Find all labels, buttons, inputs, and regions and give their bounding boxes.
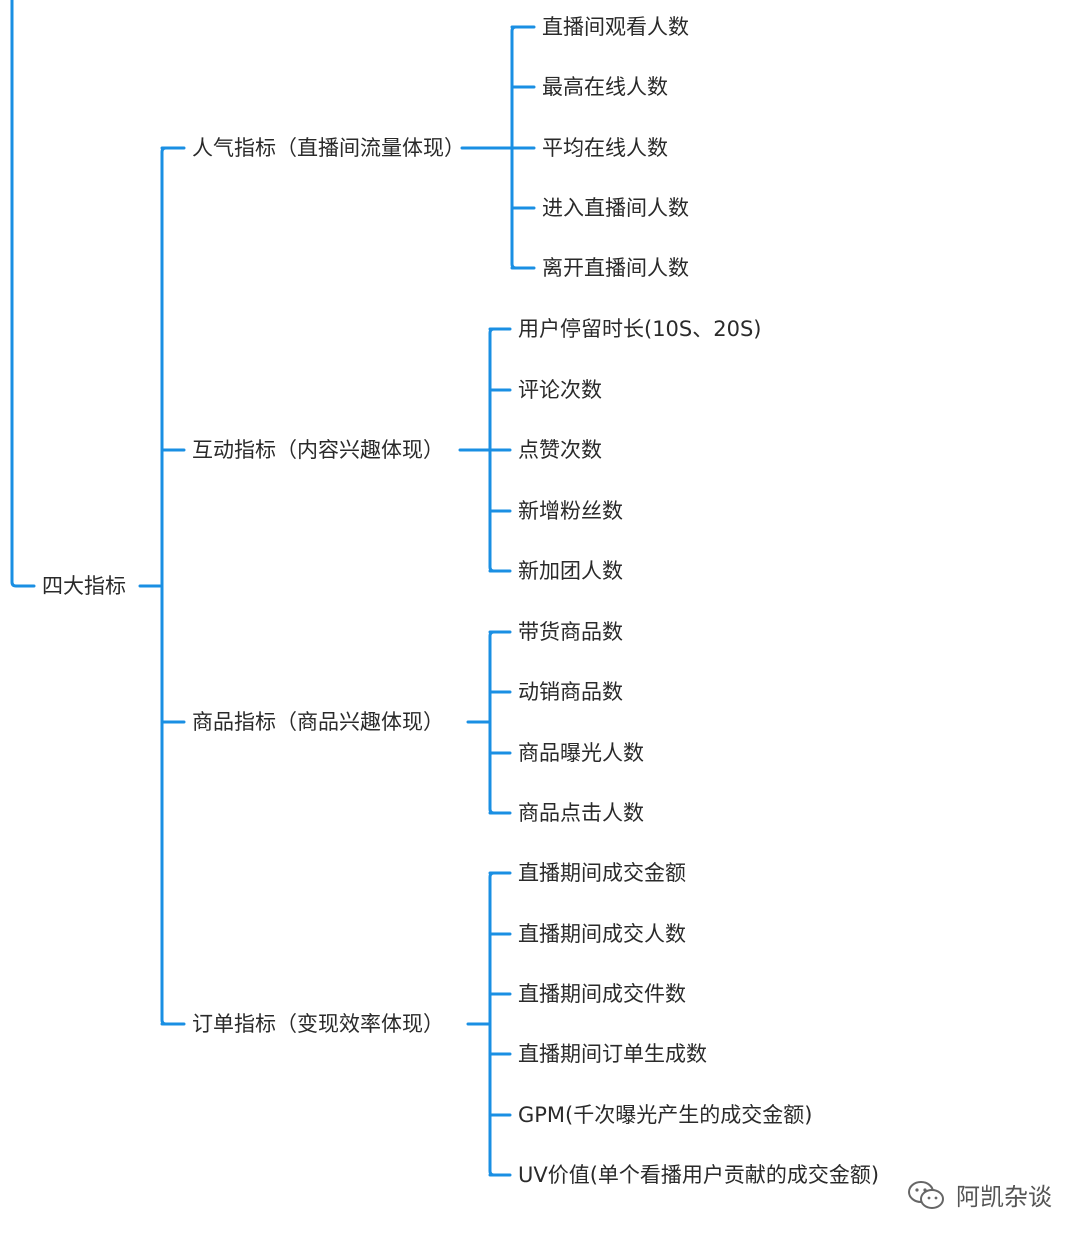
item-node-2-3: 商品点击人数 <box>518 801 644 825</box>
item-node-3-5: UV价值(单个看播用户贡献的成交金额) <box>518 1163 880 1187</box>
item-node-0-2: 平均在线人数 <box>542 136 668 160</box>
item-node-3-1: 直播期间成交人数 <box>518 922 686 946</box>
watermark-text: 阿凯杂谈 <box>956 1183 1052 1211</box>
category-node-2: 商品指标（商品兴趣体现） <box>192 710 444 734</box>
item-node-0-0: 直播间观看人数 <box>542 15 689 39</box>
item-node-3-3: 直播期间订单生成数 <box>518 1042 707 1066</box>
item-node-2-0: 带货商品数 <box>518 620 623 644</box>
category-node-3: 订单指标（变现效率体现） <box>192 1012 444 1036</box>
item-node-1-2: 点赞次数 <box>518 438 602 462</box>
root-incoming-connector <box>10 0 36 588</box>
item-node-3-4: GPM(千次曝光产生的成交金额) <box>518 1103 813 1127</box>
wechat-icon <box>908 1180 944 1209</box>
category-node-0: 人气指标（直播间流量体现） <box>192 136 465 160</box>
item-node-2-2: 商品曝光人数 <box>518 741 644 765</box>
item-trunk-2 <box>488 630 496 815</box>
item-node-1-0: 用户停留时长(10S、20S) <box>518 317 762 341</box>
item-node-0-1: 最高在线人数 <box>542 75 668 99</box>
item-node-0-4: 离开直播间人数 <box>542 256 689 280</box>
item-node-3-0: 直播期间成交金额 <box>518 861 686 885</box>
item-node-1-4: 新加团人数 <box>518 559 623 583</box>
item-node-2-1: 动销商品数 <box>518 680 623 704</box>
watermark: 阿凯杂谈 <box>906 1177 1052 1212</box>
item-node-3-2: 直播期间成交件数 <box>518 982 686 1006</box>
item-node-0-3: 进入直播间人数 <box>542 196 689 220</box>
category-trunk <box>160 146 168 1026</box>
item-node-1-1: 评论次数 <box>518 378 602 402</box>
category-node-1: 互动指标（内容兴趣体现） <box>192 438 444 462</box>
item-trunk-3 <box>488 871 496 1177</box>
item-node-1-3: 新增粉丝数 <box>518 499 623 523</box>
root-node: 四大指标 <box>42 574 126 598</box>
